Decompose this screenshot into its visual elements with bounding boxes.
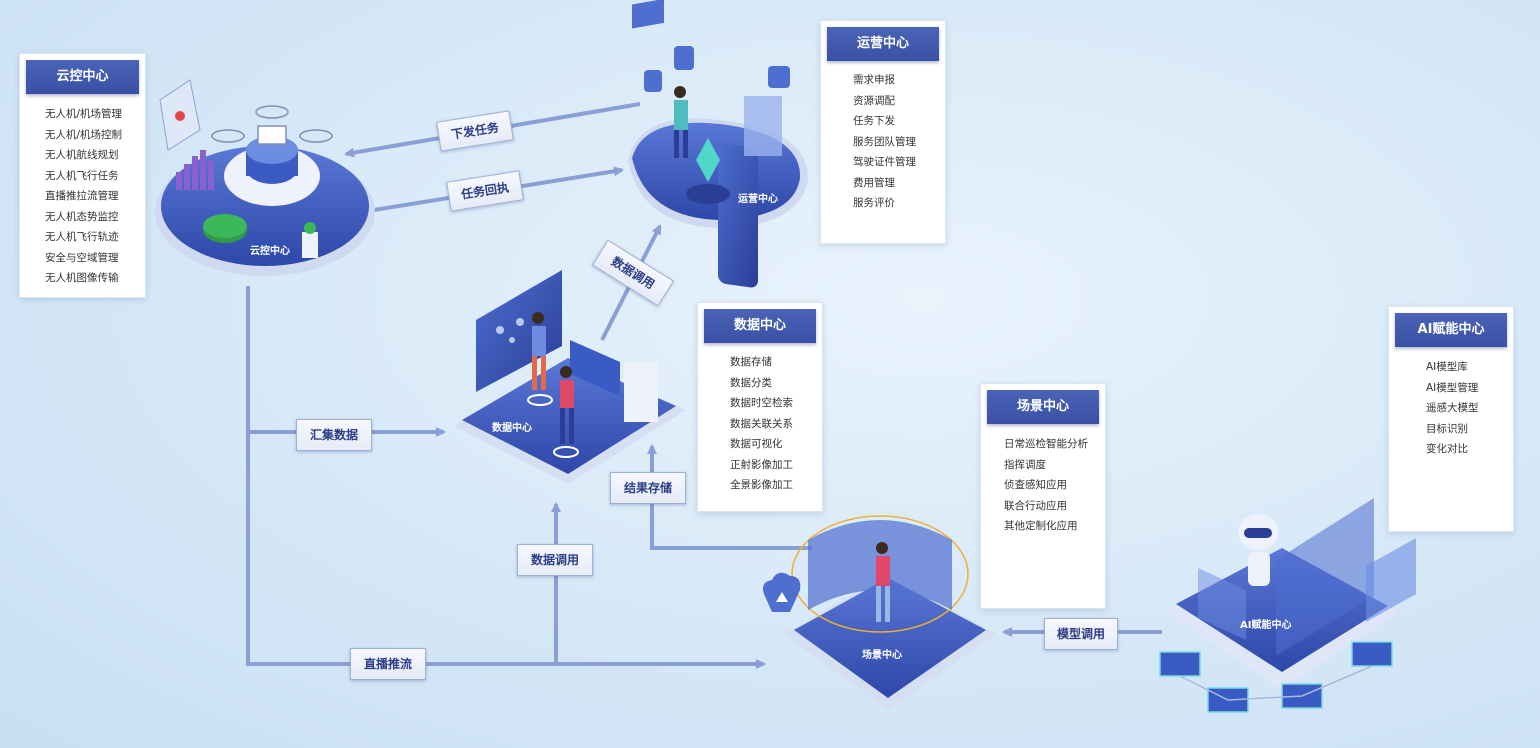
flow-label-collect-data: 汇集数据	[296, 419, 372, 451]
card-list: 无人机/机场管理无人机/机场控制无人机航线规划无人机飞行任务直播推拉流管理无人机…	[20, 104, 145, 289]
card-list-item: 数据可视化	[730, 438, 783, 450]
card-list-item: 无人机航线规划	[45, 149, 119, 161]
card-list-item: 数据存储	[730, 356, 772, 368]
server-rack-icon	[570, 340, 620, 396]
screen-dots	[496, 318, 524, 343]
card-title: 云控中心	[26, 60, 139, 94]
card-list: 数据存储数据分类数据时空检索数据关联关系数据可视化正射影像加工全景影像加工	[698, 352, 822, 496]
card-list-item: 指挥调度	[1004, 458, 1046, 471]
ai-platform	[1159, 498, 1416, 713]
card-list-item: AI模型管理	[1426, 381, 1479, 394]
platform-label-operation: 运营中心	[738, 194, 778, 205]
card-list-item: 其他定制化应用	[1004, 520, 1078, 532]
card-list-item: 数据分类	[730, 376, 772, 389]
card-list-item: 安全与空域管理	[45, 251, 119, 264]
card-list-item: 直播推拉流管理	[45, 190, 119, 202]
card-list: 日常巡检智能分析指挥调度侦查感知应用联合行动应用其他定制化应用	[981, 434, 1105, 537]
card-list: AI模型库 AI模型管理遥感大模型目标识别变化对比	[1389, 357, 1513, 460]
card-list-item: 无人机/机场管理	[45, 108, 123, 120]
document-stack-icon	[624, 362, 658, 422]
card-list: 需求申报资源调配任务下发服务团队管理驾驶证件管理费用管理服务评价	[821, 70, 945, 214]
robot-icon	[1238, 514, 1278, 586]
map-icon	[159, 79, 201, 151]
scene-card: 场景中心 日常巡检智能分析指挥调度侦查感知应用联合行动应用其他定制化应用	[980, 383, 1106, 609]
person-walking	[560, 366, 574, 444]
card-panel-icon	[632, 0, 664, 29]
cloud-control-platform	[155, 79, 375, 276]
cloud-sync-icon	[768, 66, 790, 88]
phone-screen-icon	[718, 143, 758, 288]
operation-platform	[628, 0, 809, 288]
flow-label-live-stream: 直播推流	[350, 648, 426, 680]
platform-label-scene: 场景中心	[862, 650, 902, 661]
card-list-item: 全景影像加工	[730, 479, 793, 491]
person-presenter	[876, 542, 890, 622]
crystal-icon	[696, 138, 720, 182]
card-list-item: 无人机飞行轨迹	[45, 231, 119, 243]
cloud-control-card: 云控中心 无人机/机场管理无人机/机场控制无人机航线规划无人机飞行任务直播推拉流…	[19, 53, 146, 298]
ai-hologram-screen	[1276, 498, 1374, 656]
flow-label-data-call-bottom: 数据调用	[517, 544, 593, 576]
chip-nodes	[1159, 641, 1393, 713]
drone-icon	[211, 105, 333, 145]
card-list-item: 变化对比	[1426, 443, 1468, 455]
card-list-item: 数据关联关系	[730, 417, 793, 430]
flow-label-model-call: 模型调用	[1044, 618, 1118, 650]
card-list-item: 日常巡检智能分析	[1004, 438, 1088, 450]
card-title: AI赋能中心	[1395, 313, 1507, 347]
share-icon	[674, 46, 694, 70]
card-list-item: 资源调配	[853, 94, 895, 107]
flow-line-live-stream	[246, 286, 766, 669]
card-list-item: 无人机态势监控	[45, 210, 119, 223]
operation-card: 运营中心 需求申报资源调配任务下发服务团队管理驾驶证件管理费用管理服务评价	[820, 20, 946, 244]
card-list-item: 侦查感知应用	[1004, 479, 1067, 491]
scene-platform	[763, 515, 996, 710]
card-title: 数据中心	[704, 309, 816, 343]
card-list-item: 数据时空检索	[730, 397, 793, 409]
platform-label-ai: AI赋能中心	[1240, 620, 1292, 631]
card-list-item: 联合行动应用	[1004, 499, 1067, 512]
flow-label-result-storage: 结果存储	[610, 472, 686, 504]
person-standing	[532, 312, 546, 390]
gear-icon	[644, 70, 662, 92]
card-list-item: 目标识别	[1426, 422, 1468, 435]
card-list-item: 服务团队管理	[853, 135, 916, 148]
card-list-item: AI模型库	[1426, 361, 1468, 373]
chart-panel-icon	[744, 96, 782, 156]
card-list-item: 正射影像加工	[730, 458, 793, 471]
data-center-platform	[454, 270, 686, 484]
globe-kiosk-icon	[302, 232, 318, 258]
bar-chart-icon	[176, 150, 214, 190]
data-center-card: 数据中心 数据存储数据分类数据时空检索数据关联关系数据可视化正射影像加工全景影像…	[697, 302, 823, 512]
ai-card: AI赋能中心 AI模型库 AI模型管理遥感大模型目标识别变化对比	[1388, 306, 1514, 532]
card-list-item: 驾驶证件管理	[853, 156, 916, 168]
platform-label-cloud-control: 云控中心	[250, 246, 290, 257]
card-list-item: 任务下发	[853, 115, 895, 127]
person-figure	[674, 86, 688, 158]
card-list-item: 无人机图像传输	[45, 272, 119, 284]
card-list-item: 无人机飞行任务	[45, 169, 119, 182]
card-list-item: 无人机/机场控制	[45, 128, 123, 141]
card-list-item: 需求申报	[853, 74, 895, 86]
card-list-item: 费用管理	[853, 176, 895, 189]
big-screen-icon	[476, 270, 562, 392]
card-title: 场景中心	[987, 390, 1099, 424]
card-list-item: 遥感大模型	[1426, 402, 1479, 414]
card-list-item: 服务评价	[853, 197, 895, 209]
cloud-upload-icon	[763, 572, 801, 612]
platform-label-data-center: 数据中心	[492, 423, 532, 434]
card-title: 运营中心	[827, 27, 939, 61]
